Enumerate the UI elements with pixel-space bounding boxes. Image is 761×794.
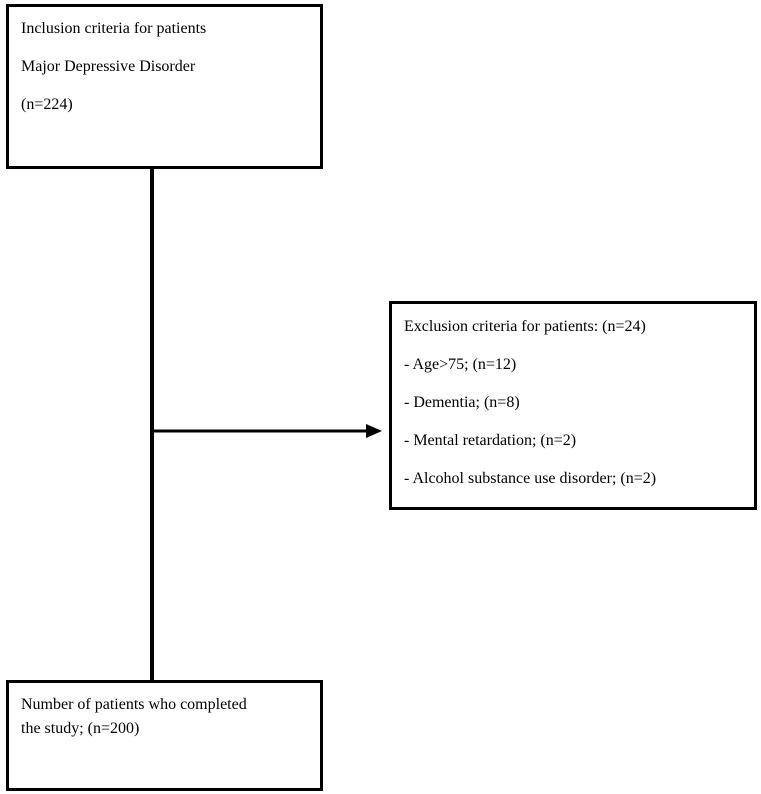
completed-line-2: the study; (n=200) (21, 720, 140, 737)
inclusion-title: Inclusion criteria for patients (21, 20, 207, 37)
exclusion-item-age: - Age>75; (n=12) (404, 356, 517, 373)
arrowhead-right-icon (366, 424, 382, 438)
inclusion-condition: Major Depressive Disorder (21, 58, 196, 75)
completed-line-1: Number of patients who completed (21, 696, 247, 713)
exclusion-item-alcohol: - Alcohol substance use disorder; (n=2) (404, 470, 657, 487)
exclusion-criteria-box: Exclusion criteria for patients: (n=24) … (389, 301, 757, 510)
inclusion-count: (n=224) (21, 96, 73, 113)
completed-patients-box: Number of patients who completed the stu… (6, 680, 323, 791)
inclusion-criteria-box: Inclusion criteria for patients Major De… (6, 4, 323, 169)
exclusion-item-dementia: - Dementia; (n=8) (404, 394, 520, 411)
exclusion-item-mental-retardation: - Mental retardation; (n=2) (404, 432, 577, 449)
exclusion-title: Exclusion criteria for patients: (n=24) (404, 318, 646, 335)
